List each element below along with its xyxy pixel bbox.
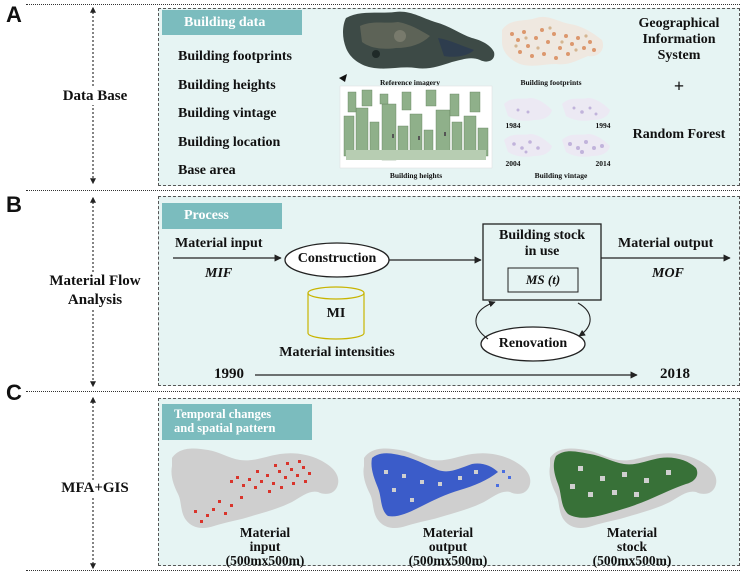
database-items: Building footprints Building heights Bui… — [178, 43, 292, 186]
building-stock-box — [482, 223, 602, 301]
label-material-output-line1: Material — [422, 525, 474, 540]
material-intensities-label: Material intensities — [279, 345, 395, 360]
caption-building-footprints: Building footprints — [520, 78, 582, 87]
separator-top — [26, 4, 740, 5]
label-material-stock: Material stock (500mx500m) — [572, 526, 692, 568]
building-vintage-maps — [504, 98, 610, 157]
label-material-input-line2: input — [249, 539, 281, 554]
method-random-forest: Random Forest — [632, 127, 726, 142]
label-mfa: Material Flow Analysis — [40, 272, 150, 310]
separator-bc — [26, 391, 740, 392]
vintage-year-1984: 1984 — [505, 121, 521, 130]
map-material-stock — [549, 448, 717, 528]
map-material-output — [363, 448, 531, 528]
item-building-location: Building location — [178, 134, 281, 150]
item-base-area: Base area — [178, 163, 236, 178]
year-start: 1990 — [214, 366, 244, 382]
building-heights-image — [339, 85, 493, 169]
label-material-input-line3: (500mx500m) — [225, 553, 305, 568]
mi-label: MI — [326, 306, 346, 321]
renovation-label: Renovation — [498, 336, 568, 351]
building-stock-line2: in use — [524, 244, 560, 259]
reference-imagery-map — [343, 11, 495, 69]
label-material-stock-line1: Material — [606, 525, 658, 540]
caption-reference-imagery: Reference imagery — [379, 78, 441, 87]
label-material-stock-line2: stock — [617, 539, 647, 554]
label-material-output-line2: output — [428, 539, 468, 554]
method-gis-line3: System — [657, 48, 701, 63]
method-gis: Geographical Information System — [620, 16, 738, 64]
map-material-input — [171, 448, 339, 528]
separator-ab — [26, 190, 740, 191]
section-letter-a: A — [6, 2, 22, 27]
vintage-year-2004: 2004 — [505, 159, 521, 168]
item-building-vintage: Building vintage — [178, 106, 277, 121]
tab-temporal-line2: and spatial pattern — [174, 421, 276, 435]
label-material-output: Material output (500mx500m) — [388, 526, 508, 568]
mi-cylinder — [307, 286, 365, 340]
construction-label: Construction — [297, 251, 377, 266]
label-mfa-line2: Analysis — [67, 292, 123, 308]
label-material-output-line3: (500mx500m) — [408, 553, 488, 568]
tab-process: Process — [162, 203, 282, 229]
material-output-label: Material output — [618, 236, 714, 251]
caption-building-heights: Building heights — [389, 171, 443, 180]
item-building-heights: Building heights — [178, 77, 276, 93]
renovation-node — [480, 326, 586, 362]
building-stock-line1: Building stock — [499, 228, 585, 243]
building-footprints-map — [502, 16, 604, 66]
tab-temporal-line1: Temporal changes — [174, 407, 272, 421]
ms-inner-box — [507, 267, 579, 293]
caption-building-vintage: Building vintage — [534, 171, 588, 180]
separator-bottom — [26, 570, 740, 571]
label-data-base: Data Base — [40, 88, 150, 105]
section-letter-c: C — [6, 380, 22, 405]
vintage-year-2014: 2014 — [595, 159, 611, 168]
method-gis-line1: Geographical — [638, 16, 720, 31]
label-material-input: Material input (500mx500m) — [205, 526, 325, 568]
tab-temporal-spatial: Temporal changes and spatial pattern — [162, 404, 312, 440]
mif-symbol: MIF — [205, 266, 233, 281]
item-building-footprints: Building footprints — [178, 49, 292, 64]
label-mfa-line1: Material Flow — [49, 273, 141, 289]
label-material-input-line1: Material — [239, 525, 291, 540]
loop-arrow-right — [577, 302, 591, 337]
method-plus: + — [673, 76, 685, 96]
section-letter-b: B — [6, 192, 22, 217]
year-end: 2018 — [660, 366, 690, 382]
small-arrow-icon — [339, 74, 347, 82]
vintage-year-1994: 1994 — [595, 121, 611, 130]
label-material-stock-line3: (500mx500m) — [592, 553, 672, 568]
tab-building-data: Building data — [162, 10, 302, 35]
material-input-label: Material input — [175, 236, 263, 251]
building-stock-label: Building stock in use — [483, 228, 601, 260]
label-mfa-gis: MFA+GIS — [40, 480, 150, 497]
ms-symbol: MS (t) — [525, 272, 561, 287]
method-gis-line2: Information — [642, 32, 716, 47]
loop-arrow-left — [475, 300, 496, 340]
mof-symbol: MOF — [652, 266, 684, 281]
